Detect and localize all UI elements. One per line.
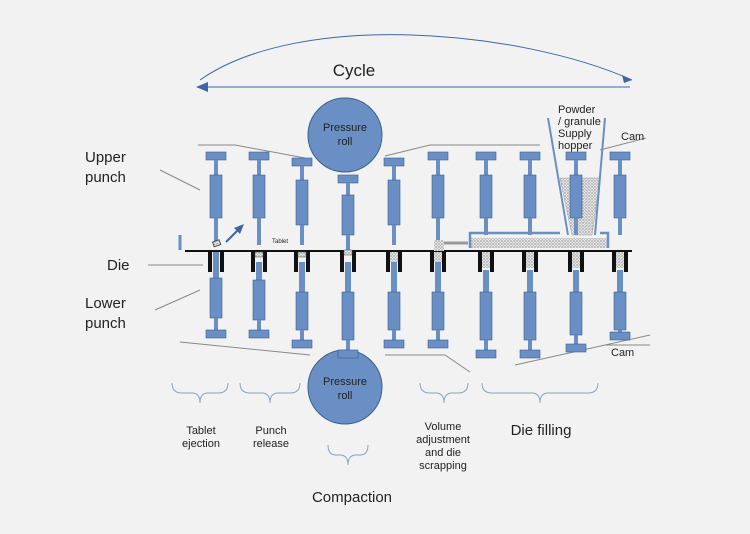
- brace-die-filling: [481, 382, 599, 404]
- stage-braces: [171, 382, 599, 466]
- lower-punch: [337, 262, 359, 359]
- stage-punch-release-2: release: [253, 438, 289, 450]
- upper-punch: [565, 151, 587, 235]
- upper-punch-label-1: Upper: [85, 149, 126, 166]
- upper-roll-label-1: Pressure: [323, 122, 367, 134]
- lower-punch: [205, 252, 227, 339]
- ejection-arrow: [211, 224, 244, 248]
- brace-compaction: [327, 444, 369, 466]
- stage-volume-3: and die: [425, 447, 461, 459]
- upper-punch: [291, 157, 313, 245]
- upper-cam: [198, 137, 647, 159]
- hopper-label-3: Supply: [558, 128, 592, 140]
- lower-roll-label-1: Pressure: [323, 376, 367, 388]
- tablet-label: Tablet: [272, 239, 288, 245]
- stage-compaction: Compaction: [312, 489, 392, 506]
- upper-punch: [427, 151, 449, 240]
- die-cavity: [478, 250, 494, 272]
- lower-punch: [609, 270, 631, 341]
- stage-tablet-ejection-1: Tablet: [186, 425, 215, 437]
- stage-punch-release-1: Punch: [255, 425, 286, 437]
- hopper-label-4: hopper: [558, 140, 593, 152]
- die-cavity: [430, 250, 446, 272]
- lower-punch: [383, 262, 405, 349]
- die-label: Die: [107, 257, 130, 274]
- upper-punch: [248, 151, 270, 245]
- die-table: [178, 235, 632, 252]
- brace-volume-adjustment: [419, 382, 469, 404]
- die-cavity: [294, 250, 310, 272]
- upper-punch: [337, 174, 359, 252]
- upper-punch: [519, 151, 541, 235]
- excess-powder: [434, 240, 444, 251]
- hopper-label-1: Powder: [558, 104, 596, 116]
- upper-punch: [205, 151, 227, 245]
- lower-roll-label-2: roll: [338, 390, 353, 402]
- lower-cam: [179, 334, 651, 373]
- cycle-arrow: [196, 34, 633, 92]
- die-cavity: [612, 250, 628, 272]
- stage-volume-4: scrapping: [419, 460, 467, 472]
- lower-punch: [248, 262, 270, 339]
- lower-punch: [291, 262, 313, 349]
- upper-roll-label-2: roll: [338, 136, 353, 148]
- stage-tablet-ejection-2: ejection: [182, 438, 220, 450]
- lower-punch: [475, 270, 497, 359]
- die-cavity: [340, 249, 356, 272]
- die-cavity: [386, 250, 402, 272]
- stage-volume-2: adjustment: [416, 434, 470, 446]
- lower-punch-label-1: Lower: [85, 295, 126, 312]
- brace-punch-release: [239, 382, 301, 404]
- upper-punch-label-2: punch: [85, 169, 126, 186]
- brace-tablet-ejection: [171, 382, 229, 404]
- lower-punch: [519, 270, 541, 359]
- lower-punch: [565, 270, 587, 353]
- lower-cam-label: Cam: [611, 347, 634, 359]
- cycle-label: Cycle: [333, 61, 376, 80]
- die-cavity: [208, 250, 224, 272]
- upper-punch: [475, 151, 497, 235]
- stage-die-filling: Die filling: [511, 422, 572, 439]
- lower-punch-label-2: punch: [85, 315, 126, 332]
- die-cavity: [568, 250, 584, 272]
- upper-pressure-roll: [307, 97, 383, 173]
- hopper-label-2: / granule: [558, 116, 601, 128]
- stage-volume-1: Volume: [425, 421, 462, 433]
- upper-punch: [383, 157, 405, 245]
- leader-lines: [148, 169, 203, 311]
- punches: [205, 151, 631, 359]
- upper-cam-label: Cam: [621, 131, 644, 143]
- die-cavity: [522, 250, 538, 272]
- lower-punch: [427, 262, 449, 349]
- upper-punch: [609, 151, 631, 235]
- die-cavity: [251, 250, 267, 272]
